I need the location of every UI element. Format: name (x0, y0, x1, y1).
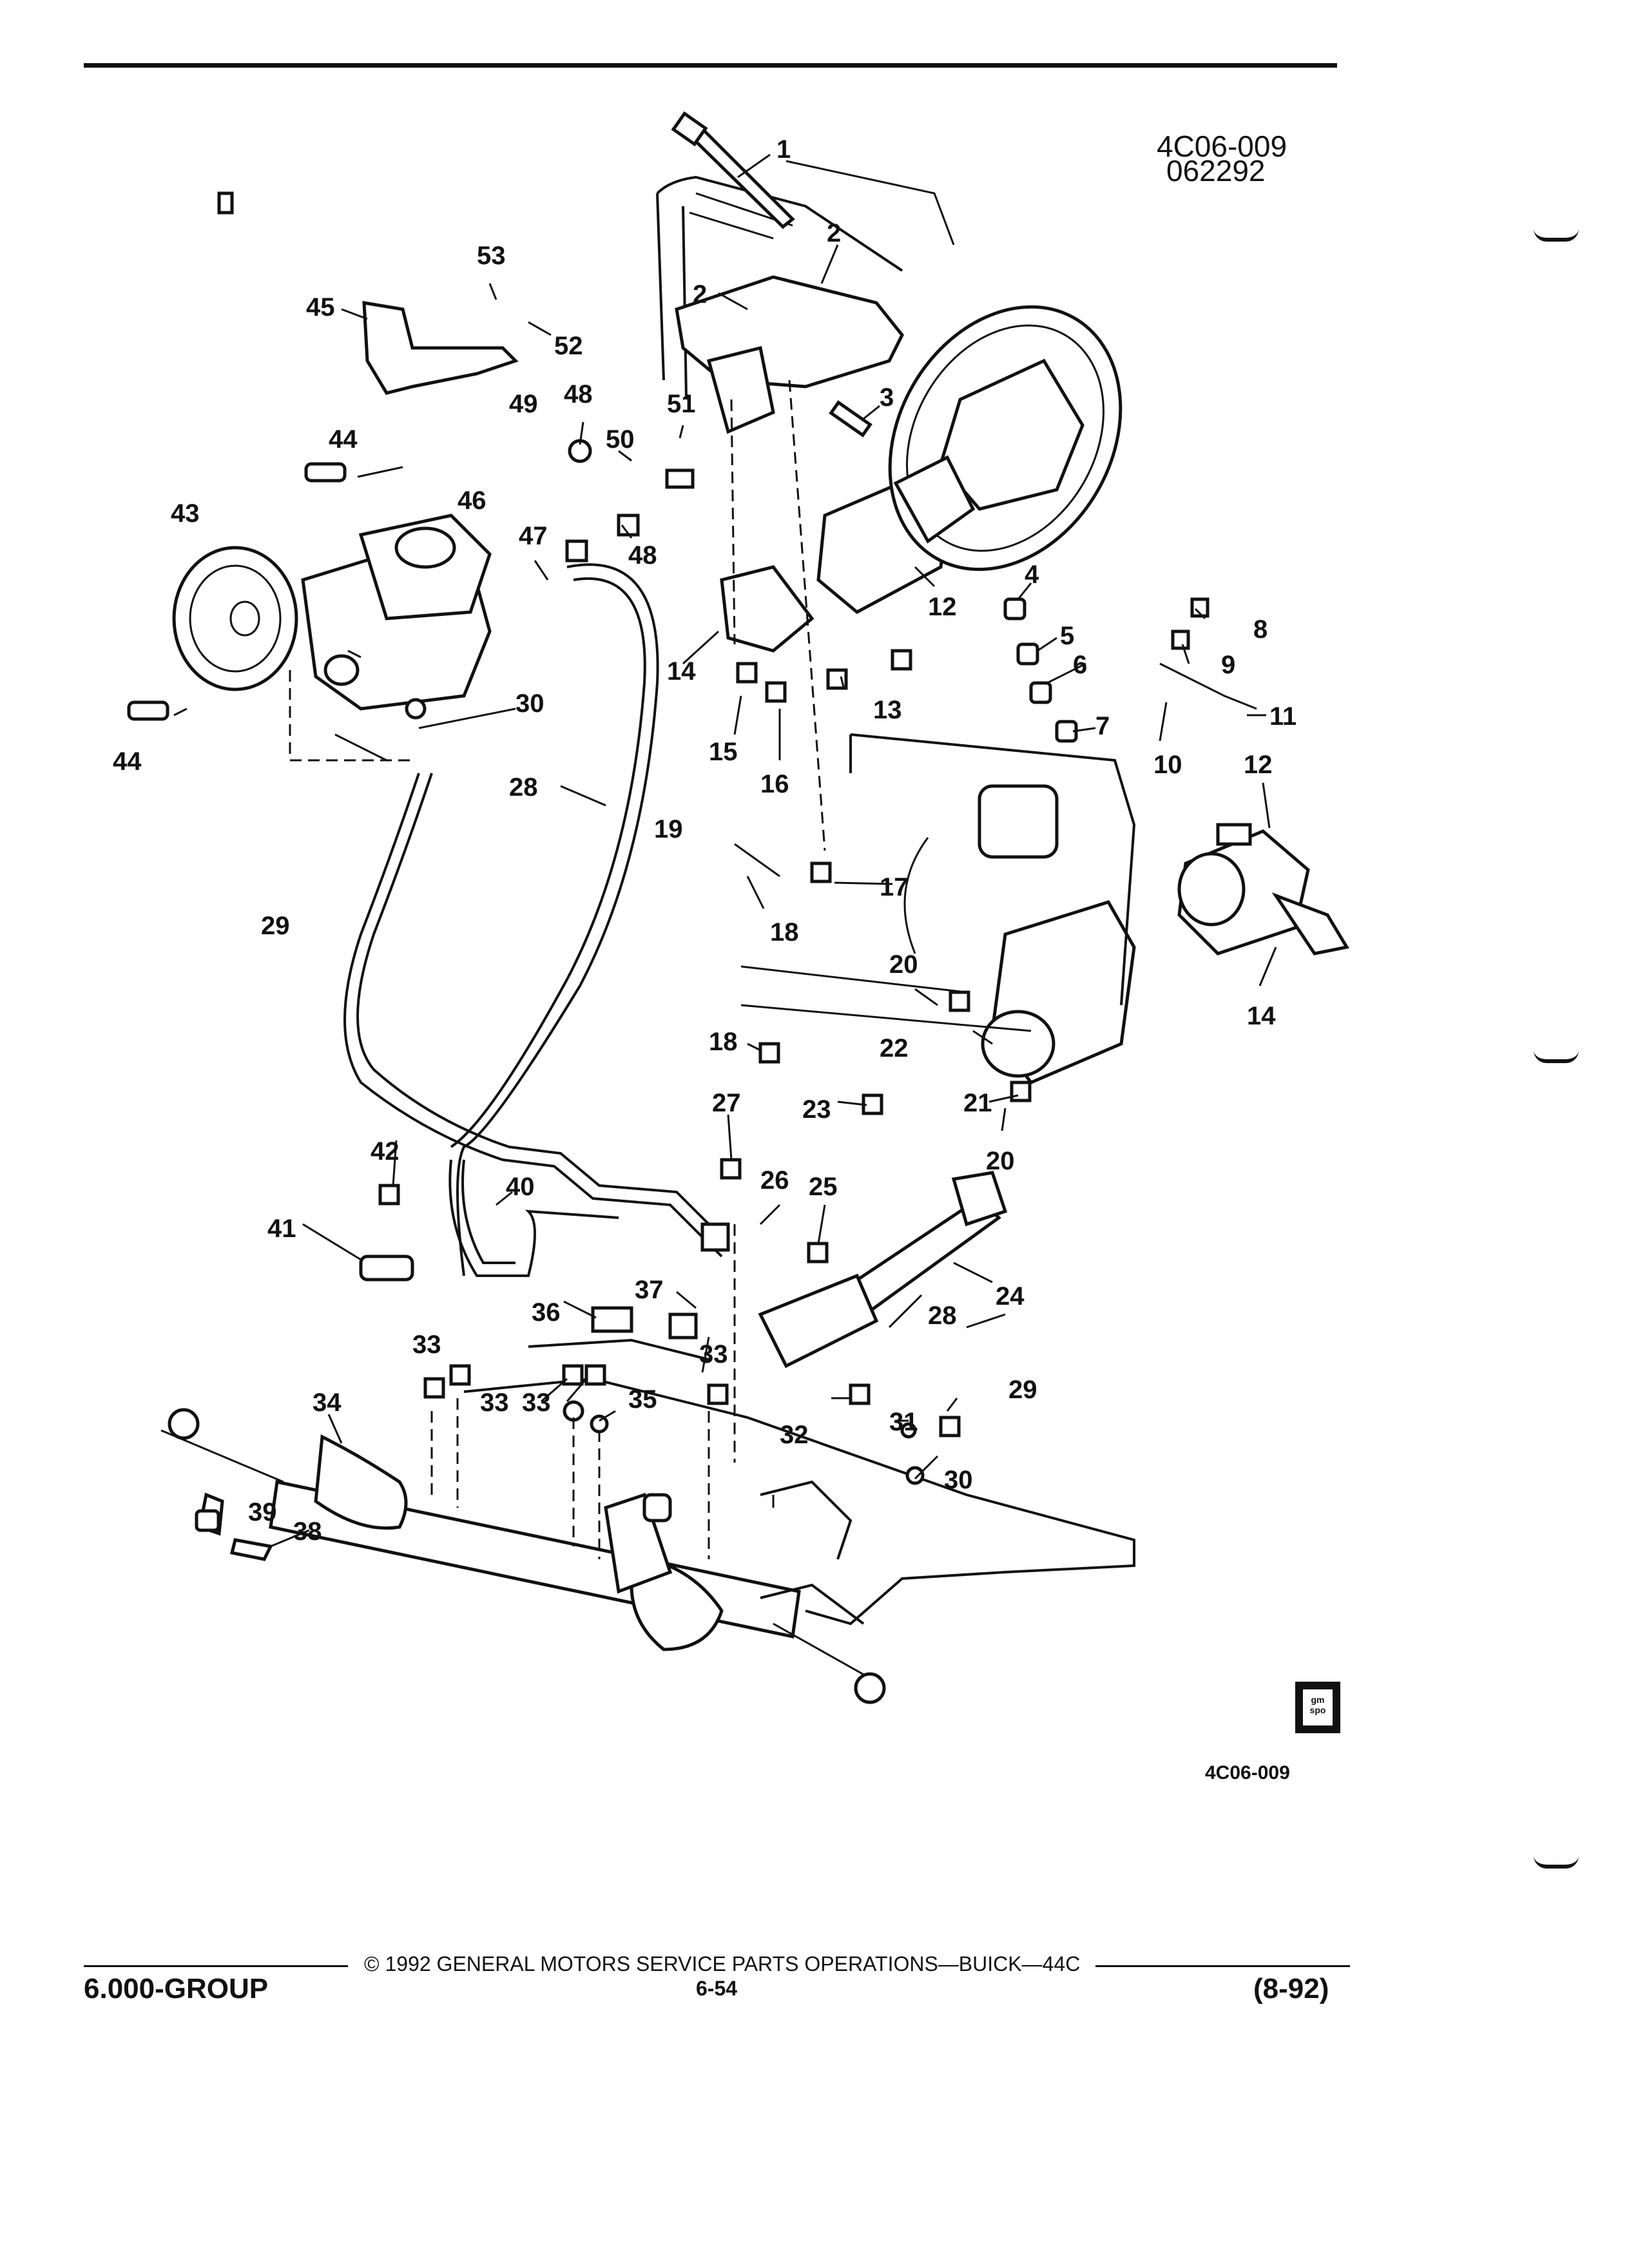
leader-lines (173, 153, 1277, 1548)
callout-8: 8 (1253, 615, 1268, 644)
power-steering-pump (172, 514, 492, 711)
callout-19: 19 (654, 815, 683, 843)
callout-12: 12 (928, 593, 957, 621)
callout-44: 44 (113, 747, 142, 776)
callout-6: 6 (1073, 651, 1087, 679)
callout-33: 33 (699, 1340, 728, 1369)
footer-page-number: 6-54 (696, 1977, 738, 2000)
steering-rack (160, 1408, 886, 1704)
callout-18: 18 (709, 1028, 738, 1056)
callout-48: 48 (628, 541, 657, 570)
alignment-lines (289, 380, 826, 1559)
callout-4: 4 (1025, 561, 1039, 589)
callout-37: 37 (635, 1276, 664, 1304)
hose-loop (448, 1159, 619, 1277)
callout-53: 53 (477, 242, 506, 270)
callout-41: 41 (267, 1215, 296, 1243)
callout-24: 24 (996, 1282, 1025, 1311)
callout-38: 38 (293, 1517, 322, 1546)
callout-9: 9 (1221, 651, 1235, 679)
callout-30: 30 (516, 689, 545, 718)
callout-26: 26 (760, 1166, 789, 1195)
callout-33: 33 (412, 1331, 441, 1359)
callout-10: 10 (1153, 751, 1182, 779)
callout-33: 33 (480, 1389, 509, 1417)
callout-42: 42 (371, 1137, 400, 1166)
callout-27: 27 (712, 1089, 741, 1117)
gm-spo-logo-text: gm spo (1309, 1695, 1326, 1715)
gm-spo-logo (1295, 1682, 1340, 1733)
front-crossmember (463, 1338, 1135, 1626)
pump-bracket (362, 301, 519, 395)
callout-44: 44 (329, 425, 358, 454)
footer-rule-left (84, 1965, 348, 1967)
callout-20: 20 (889, 950, 918, 979)
callout-50: 50 (606, 425, 635, 454)
callout-28: 28 (509, 773, 538, 802)
footer-revision: (8-92) (1253, 1973, 1329, 2004)
figure-code-bottom: 4C06-009 (1205, 1762, 1290, 1783)
callout-48: 48 (564, 380, 593, 408)
top-rule (84, 63, 1337, 68)
callout-2: 2 (693, 280, 707, 309)
callout-49: 49 (509, 390, 538, 418)
callout-40: 40 (506, 1173, 535, 1201)
callout-14: 14 (667, 657, 696, 686)
callout-3: 3 (880, 383, 894, 412)
callout-17: 17 (880, 873, 909, 901)
callout-36: 36 (532, 1298, 561, 1327)
callout-29: 29 (261, 912, 290, 940)
column-shroud (981, 823, 1349, 1085)
callout-22: 22 (880, 1034, 909, 1062)
callout-1: 1 (776, 135, 791, 164)
page-edge-mark (1534, 1050, 1579, 1063)
callout-45: 45 (306, 293, 335, 322)
callout-21: 21 (963, 1089, 992, 1117)
callout-52: 52 (554, 332, 583, 360)
callout-31: 31 (889, 1408, 918, 1436)
callout-51: 51 (667, 390, 696, 418)
steering-wheel (888, 305, 1123, 572)
pressure-hose (450, 563, 659, 1276)
callout-18: 18 (770, 918, 799, 947)
callout-15: 15 (709, 738, 738, 766)
callout-28: 28 (928, 1302, 957, 1330)
callout-43: 43 (171, 499, 200, 528)
callout-7: 7 (1095, 712, 1110, 740)
callout-11: 11 (1269, 702, 1296, 731)
figure-date: 062292 (1166, 154, 1266, 187)
callout-47: 47 (519, 522, 548, 550)
callout-20: 20 (986, 1147, 1015, 1175)
firewall-area (740, 733, 1136, 1032)
page-edge-mark (1534, 229, 1579, 242)
callout-46: 46 (458, 486, 487, 515)
intermediate-shaft (758, 1171, 1008, 1369)
callout-5: 5 (1060, 622, 1074, 650)
callout-30: 30 (944, 1466, 973, 1494)
callout-35: 35 (628, 1385, 657, 1414)
callout-39: 39 (248, 1498, 277, 1526)
footer-copyright: © 1992 GENERAL MOTORS SERVICE PARTS OPER… (364, 1952, 1081, 1975)
callout-14: 14 (1247, 1002, 1276, 1030)
turn-signal-lever (671, 111, 795, 229)
callout-33: 33 (522, 1389, 551, 1417)
return-hose (343, 773, 729, 1258)
callout-23: 23 (802, 1095, 831, 1124)
footer-group: 6.000-GROUP (84, 1973, 269, 2004)
figure-code: 4C06-009 (1157, 130, 1287, 163)
callout-32: 32 (780, 1421, 809, 1449)
callout-29: 29 (1008, 1376, 1037, 1404)
callout-2: 2 (827, 219, 841, 247)
callout-labels: 1 2 2 3 4 5 6 7 8 9 10 11 12 12 13 14 14… (113, 135, 1296, 1546)
callout-16: 16 (760, 770, 789, 798)
callout-13: 13 (873, 696, 902, 724)
footer-rule-right (1095, 1965, 1350, 1967)
callout-12: 12 (1244, 751, 1273, 779)
callout-34: 34 (313, 1389, 342, 1417)
callout-25: 25 (809, 1173, 838, 1201)
page-edge-mark (1534, 1856, 1579, 1869)
